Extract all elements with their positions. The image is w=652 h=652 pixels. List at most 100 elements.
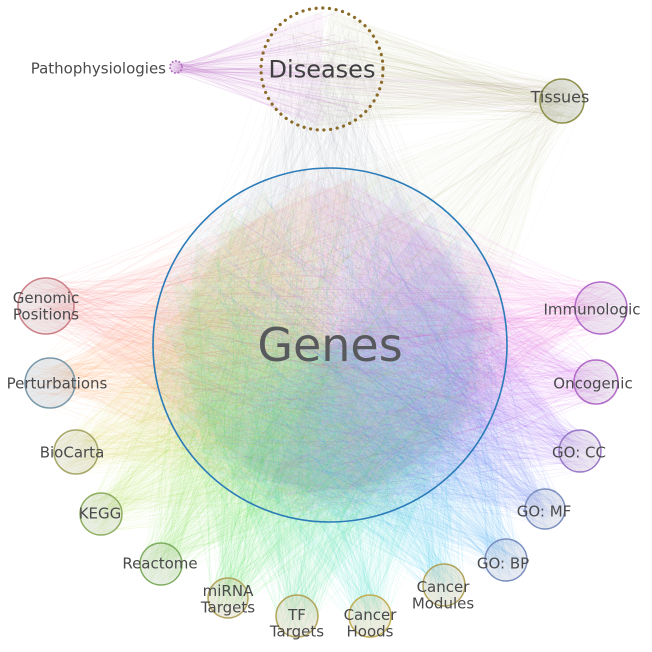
edge-line xyxy=(43,314,453,384)
edge-line xyxy=(56,327,370,447)
node-tissues[interactable] xyxy=(539,78,585,124)
edge-wash-mirna_targets-genes xyxy=(174,282,486,598)
edge-line xyxy=(234,298,317,613)
edge-line xyxy=(190,322,503,567)
edge-line xyxy=(341,25,548,88)
edge-line xyxy=(163,313,460,571)
edge-line xyxy=(202,400,592,464)
node-oncogenic[interactable] xyxy=(573,359,619,405)
edge-line xyxy=(274,90,356,511)
edge-line xyxy=(157,346,315,607)
edge-line xyxy=(173,67,277,80)
edge-line xyxy=(36,389,354,486)
edge-line xyxy=(283,97,391,212)
node-perturbations[interactable] xyxy=(24,357,76,409)
edge-line xyxy=(88,362,305,448)
edge-line xyxy=(382,328,504,572)
edge-line xyxy=(214,357,478,602)
edge-line xyxy=(233,56,314,449)
edge-line xyxy=(384,262,557,499)
edge-line xyxy=(36,375,329,521)
edge-line xyxy=(82,434,326,445)
edge-line xyxy=(366,309,501,575)
node-tf_targets[interactable] xyxy=(275,594,319,638)
edge-line xyxy=(448,413,521,570)
node-immunologic[interactable] xyxy=(574,281,628,335)
edge-line xyxy=(88,466,292,515)
edge-line xyxy=(114,248,325,515)
node-cancer_modules[interactable] xyxy=(422,563,466,607)
edge-line xyxy=(334,289,612,481)
edge-line xyxy=(178,61,552,110)
edge-line xyxy=(254,441,583,466)
edge-line xyxy=(357,292,584,431)
edge-line xyxy=(218,201,232,595)
edge-line xyxy=(278,94,326,494)
node-pathophysiologies[interactable] xyxy=(169,60,183,74)
edge-line xyxy=(195,365,521,561)
edge-line xyxy=(223,485,348,588)
edge-line xyxy=(370,358,501,542)
edge-line xyxy=(205,297,596,311)
edge-line xyxy=(461,227,607,373)
edge-line xyxy=(281,316,518,556)
edge-line xyxy=(277,395,280,609)
edge-line xyxy=(203,317,309,615)
node-go_mf[interactable] xyxy=(524,488,566,530)
edge-line xyxy=(268,98,552,120)
edge-wash-go_bp-genes xyxy=(199,238,506,560)
edge-line xyxy=(115,456,212,518)
node-go_bp[interactable] xyxy=(484,538,528,582)
edge-line xyxy=(235,293,599,308)
node-cancer_hoods[interactable] xyxy=(348,594,392,638)
edge-line xyxy=(313,201,586,378)
edge-line xyxy=(241,213,375,589)
edge-line xyxy=(331,43,566,98)
node-diseases[interactable] xyxy=(259,6,385,132)
edge-line xyxy=(268,288,576,308)
edge-line xyxy=(148,377,325,572)
edge-line xyxy=(111,384,373,503)
node-genes[interactable] xyxy=(152,167,508,523)
edge-line xyxy=(257,269,589,310)
edge-line xyxy=(339,95,462,390)
edge-line xyxy=(281,390,361,624)
node-kegg[interactable] xyxy=(79,492,123,536)
edge-line xyxy=(75,348,473,461)
edge-line xyxy=(183,303,589,461)
edge-line xyxy=(174,11,339,68)
edge-line xyxy=(237,23,363,283)
edge-line xyxy=(110,365,358,499)
edge-line xyxy=(42,303,241,410)
edge-line xyxy=(189,304,427,594)
edge-line xyxy=(371,52,560,105)
edge-line xyxy=(168,341,249,574)
edge-line xyxy=(171,34,336,71)
edge-line xyxy=(27,345,294,383)
node-reactome[interactable] xyxy=(139,542,183,586)
edge-line xyxy=(273,297,624,472)
edge-line xyxy=(87,208,229,518)
edge-line xyxy=(158,257,440,567)
edge-line xyxy=(397,342,463,594)
edge-line xyxy=(26,321,335,336)
edge-line xyxy=(205,236,509,555)
edge-line xyxy=(49,377,358,394)
edge-line xyxy=(279,322,436,609)
edge-line xyxy=(316,262,587,463)
node-layer xyxy=(17,6,628,638)
edge-line xyxy=(99,226,408,528)
edge-line xyxy=(58,265,174,383)
edge-line xyxy=(407,297,614,324)
node-genomic_positions[interactable] xyxy=(17,277,75,335)
edge-line xyxy=(207,399,567,437)
edge-line xyxy=(57,196,388,444)
edge-line xyxy=(103,286,214,526)
edge-line xyxy=(60,326,410,379)
node-mirna_targets[interactable] xyxy=(207,577,249,619)
edge-line xyxy=(246,237,533,520)
edge-line xyxy=(83,326,401,472)
node-biocarta[interactable] xyxy=(53,429,99,475)
edge-line xyxy=(266,394,294,607)
node-go_cc[interactable] xyxy=(558,429,602,473)
